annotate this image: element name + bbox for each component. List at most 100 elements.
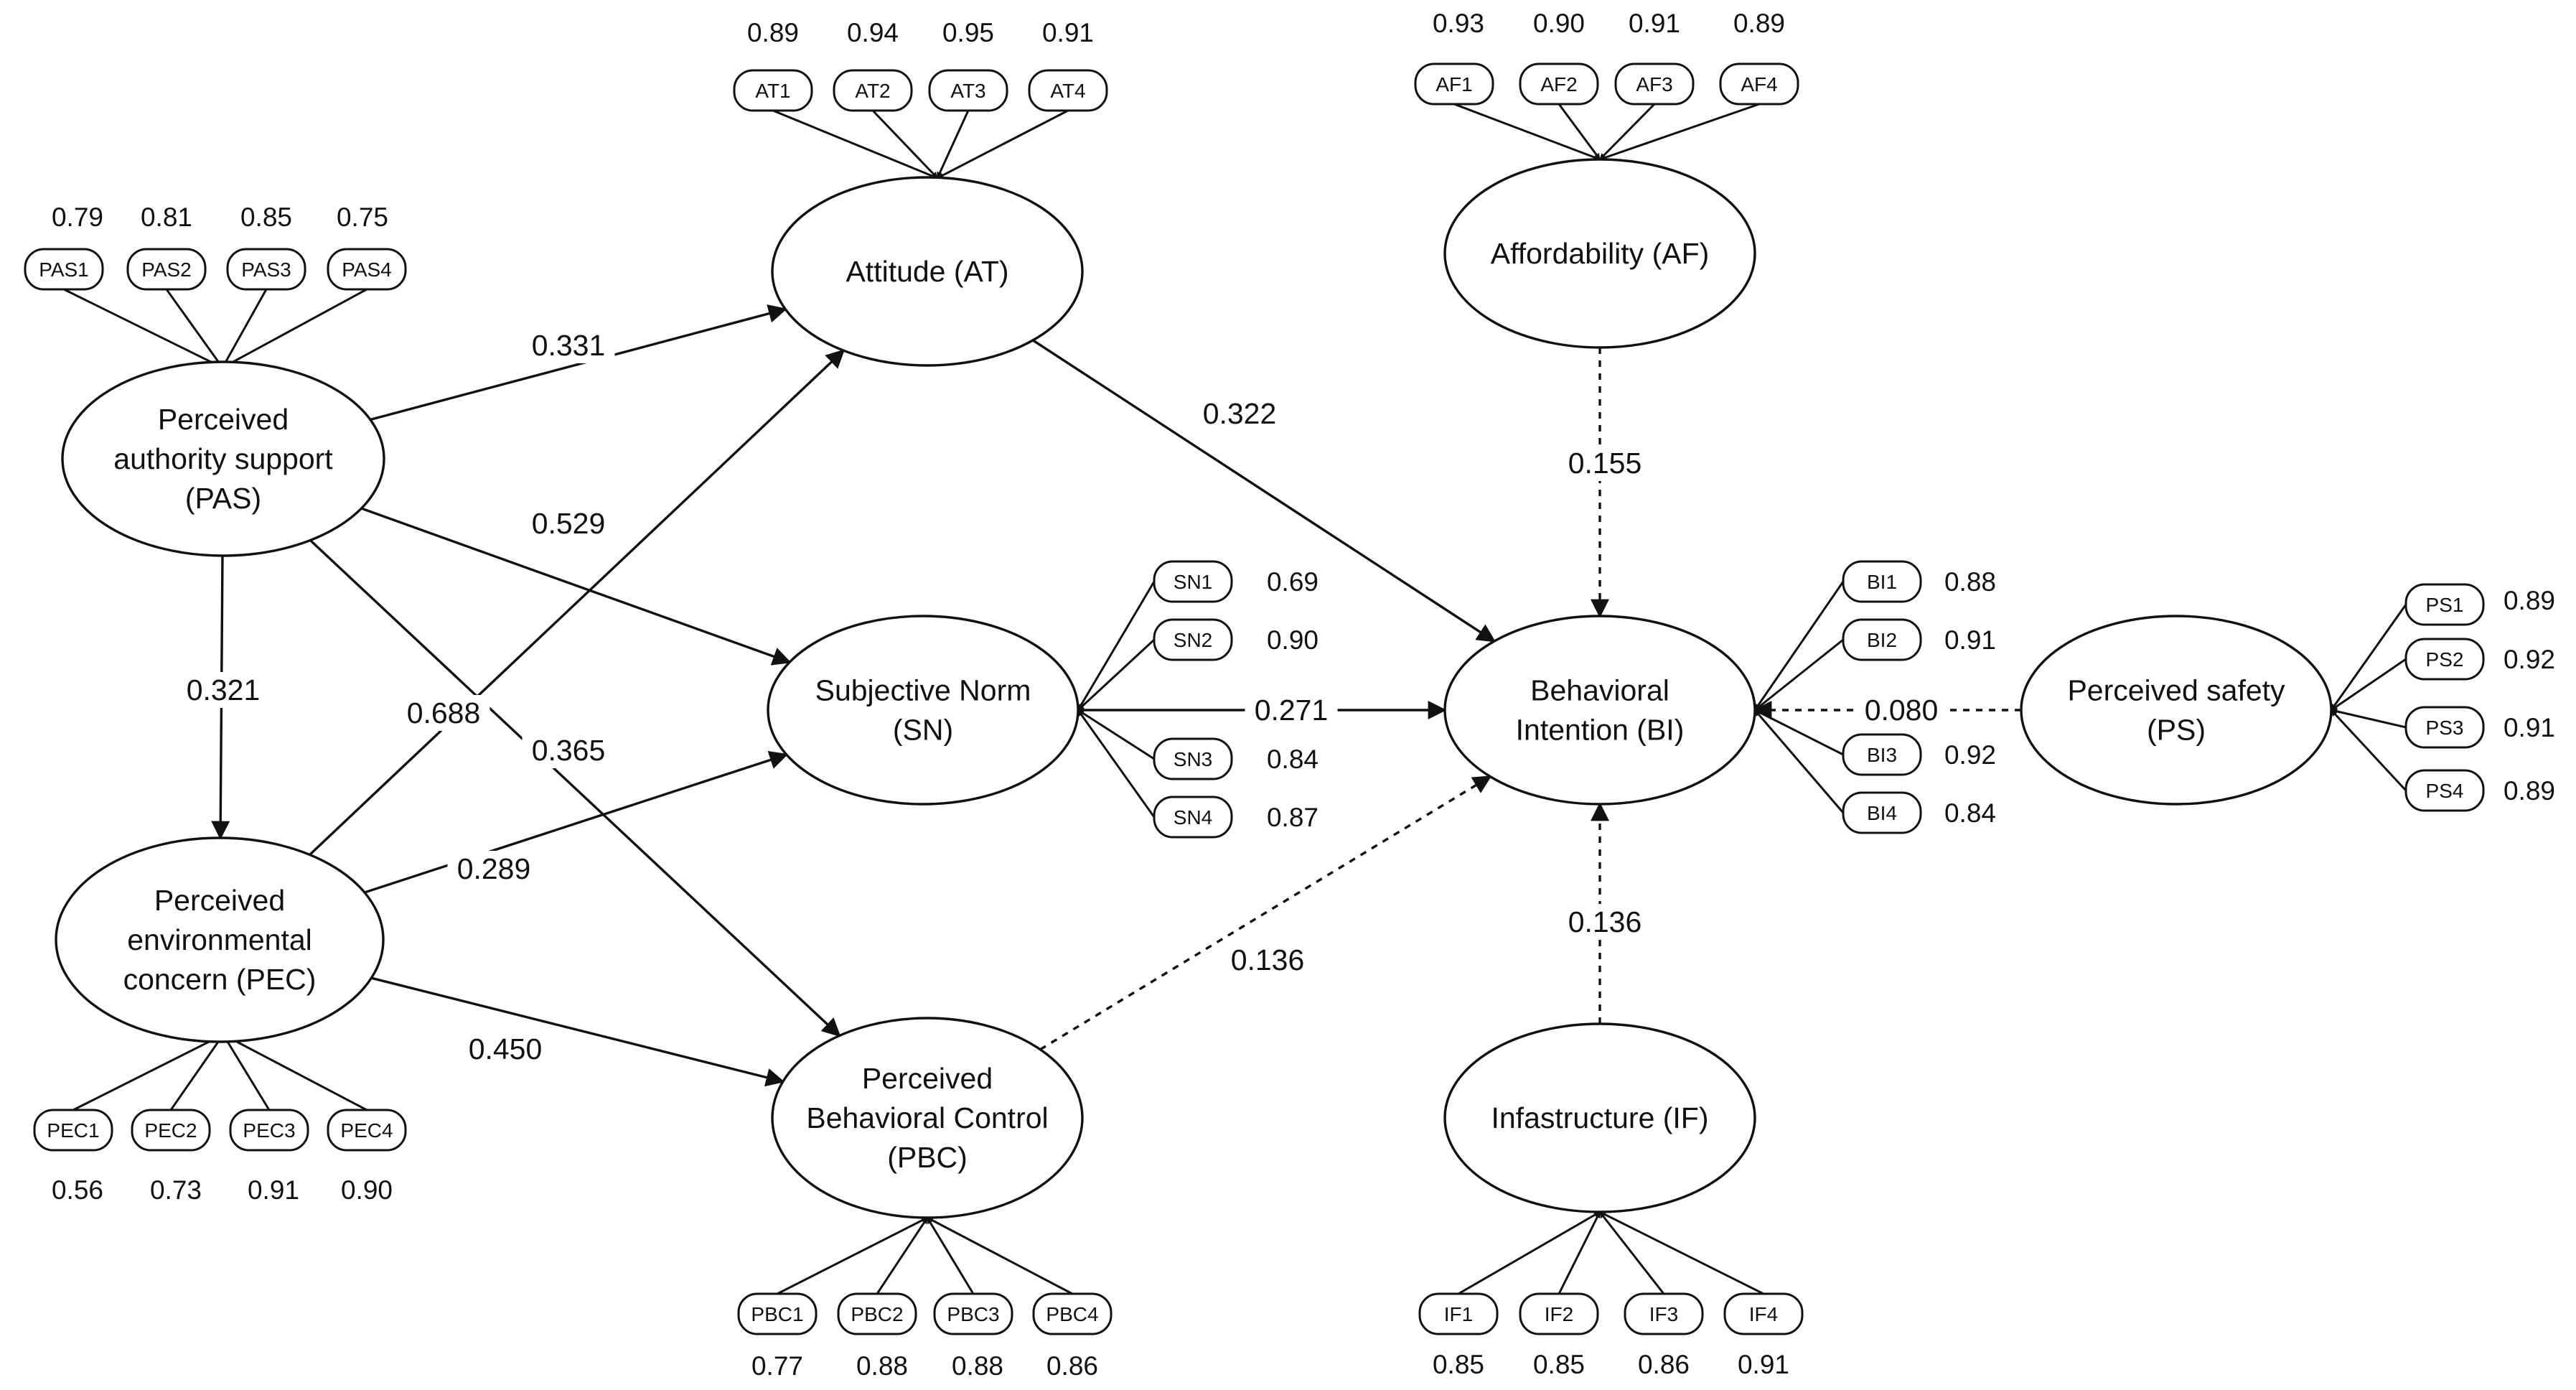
path-label-background	[1558, 445, 1652, 481]
indicator-sn1	[1153, 560, 1233, 603]
indicator-label-pas4: PAS4	[342, 258, 392, 281]
indicator-sn2	[1153, 618, 1233, 661]
loading-arrow-pas3	[221, 289, 268, 368]
construct-label-sn: Subjective Norm	[815, 674, 1031, 707]
loading-arrow-pas4	[222, 288, 367, 369]
loading-value-pbc3: 0.88	[952, 1351, 1003, 1381]
loading-value-ps1: 0.89	[2504, 586, 2555, 615]
path-coefficient-af-to-bi: 0.155	[1568, 447, 1642, 480]
loading-arrow-pbc4	[927, 1216, 1073, 1295]
indicator-af3	[1614, 62, 1695, 106]
indicator-label-ps3: PS3	[2426, 717, 2464, 739]
indicator-label-sn4: SN4	[1174, 806, 1212, 829]
loading-value-sn3: 0.84	[1267, 745, 1319, 774]
path-coefficient-at-to-bi: 0.322	[1203, 397, 1277, 430]
indicator-label-if4: IF4	[1749, 1303, 1778, 1325]
loading-arrow-pas2	[165, 289, 224, 368]
loading-arrow-if4	[1599, 1211, 1764, 1295]
path-label-background	[397, 695, 490, 731]
indicator-label-pec1: PEC1	[47, 1119, 99, 1142]
construct-label-bi: Behavioral	[1530, 674, 1669, 707]
indicator-pbc4	[1032, 1292, 1113, 1335]
indicator-pec3	[229, 1109, 309, 1152]
loading-value-pas1: 0.79	[52, 202, 103, 232]
path-label-background	[447, 851, 540, 887]
loading-arrow-pbc2	[876, 1217, 929, 1295]
loading-arrow-pbc3	[926, 1217, 975, 1295]
construct-bi	[1443, 615, 1756, 806]
indicator-pas3	[226, 248, 306, 291]
loading-arrow-sn1	[1077, 581, 1156, 711]
indicator-af4	[1719, 62, 1799, 106]
loading-value-pec2: 0.73	[150, 1175, 202, 1205]
indicator-label-ps2: PS2	[2426, 648, 2464, 671]
path-coefficient-pbc-to-bi: 0.136	[1231, 943, 1305, 976]
indicator-pec4	[327, 1109, 407, 1152]
path-label-background	[1245, 692, 1338, 728]
loading-value-sn2: 0.90	[1267, 625, 1319, 655]
construct-at	[771, 176, 1084, 367]
indicator-label-at3: AT3	[950, 80, 985, 102]
loading-value-pec1: 0.56	[52, 1175, 103, 1205]
construct-sn	[767, 615, 1079, 806]
loading-value-if2: 0.85	[1533, 1350, 1585, 1379]
indicator-ps2	[2404, 638, 2485, 681]
loading-arrow-pec1	[72, 1033, 224, 1111]
loading-arrow-bi4	[1753, 709, 1845, 813]
loading-value-af2: 0.90	[1533, 9, 1585, 38]
indicator-ps1	[2404, 583, 2485, 626]
indicator-pec2	[131, 1109, 211, 1152]
loading-value-at3: 0.95	[942, 18, 994, 47]
indicator-label-sn3: SN3	[1174, 748, 1212, 770]
loading-arrow-pec2	[169, 1034, 225, 1111]
indicator-if3	[1624, 1292, 1704, 1335]
indicator-pec1	[33, 1109, 113, 1152]
indicator-at2	[833, 69, 913, 112]
indicator-label-af1: AF1	[1435, 73, 1472, 95]
loading-arrow-sn4	[1077, 709, 1156, 818]
loading-arrow-bi2	[1754, 638, 1844, 712]
indicator-af2	[1519, 62, 1599, 106]
indicator-pas1	[24, 248, 104, 291]
indicator-label-bi3: BI3	[1867, 744, 1897, 766]
path-coefficient-sn-to-bi: 0.271	[1255, 694, 1329, 727]
loading-arrow-bi3	[1754, 709, 1844, 756]
path-label-background	[1221, 942, 1314, 978]
indicator-if2	[1519, 1292, 1599, 1335]
loading-value-bi4: 0.84	[1944, 798, 1996, 828]
construct-label-pec: Perceived	[154, 884, 285, 917]
loading-value-sn1: 0.69	[1267, 567, 1319, 597]
construct-pas	[61, 360, 385, 557]
loading-value-pas4: 0.75	[337, 202, 388, 232]
path-arrow-at-to-bi	[1032, 339, 1497, 643]
path-label-background	[522, 327, 615, 363]
indicator-label-ps4: PS4	[2426, 780, 2464, 802]
path-arrow-pec-to-sn	[364, 751, 789, 894]
construct-label-pas: (PAS)	[185, 482, 261, 515]
loading-arrow-if1	[1458, 1211, 1601, 1295]
path-label-background	[522, 732, 615, 768]
path-coefficient-pec-to-at: 0.688	[407, 696, 481, 729]
indicator-label-pec3: PEC3	[243, 1119, 295, 1142]
construct-label-sn: (SN)	[893, 714, 953, 747]
indicator-label-pas2: PAS2	[141, 258, 192, 281]
construct-label-ps: Perceived safety	[2067, 674, 2285, 707]
indicator-label-pbc3: PBC3	[947, 1303, 999, 1325]
indicator-label-bi1: BI1	[1867, 571, 1897, 593]
loading-value-pbc2: 0.88	[856, 1351, 908, 1381]
indicator-label-at1: AT1	[755, 80, 790, 102]
indicator-label-pas1: PAS1	[39, 258, 89, 281]
path-arrow-pec-to-pbc	[370, 976, 785, 1087]
indicator-label-sn2: SN2	[1174, 629, 1212, 651]
loading-arrow-pec4	[223, 1033, 367, 1111]
construct-label-ps: (PS)	[2147, 714, 2206, 747]
loading-arrow-af3	[1598, 103, 1656, 161]
construct-label-pas: Perceived	[158, 403, 289, 436]
loading-arrow-af2	[1558, 103, 1601, 160]
loading-value-pas2: 0.81	[141, 202, 192, 232]
path-label-background	[459, 1031, 552, 1067]
path-coefficient-pec-to-sn: 0.289	[457, 852, 531, 885]
construct-label-bi: Intention (BI)	[1516, 714, 1685, 747]
construct-ps	[2020, 615, 2333, 806]
construct-label-pas: authority support	[113, 442, 333, 475]
